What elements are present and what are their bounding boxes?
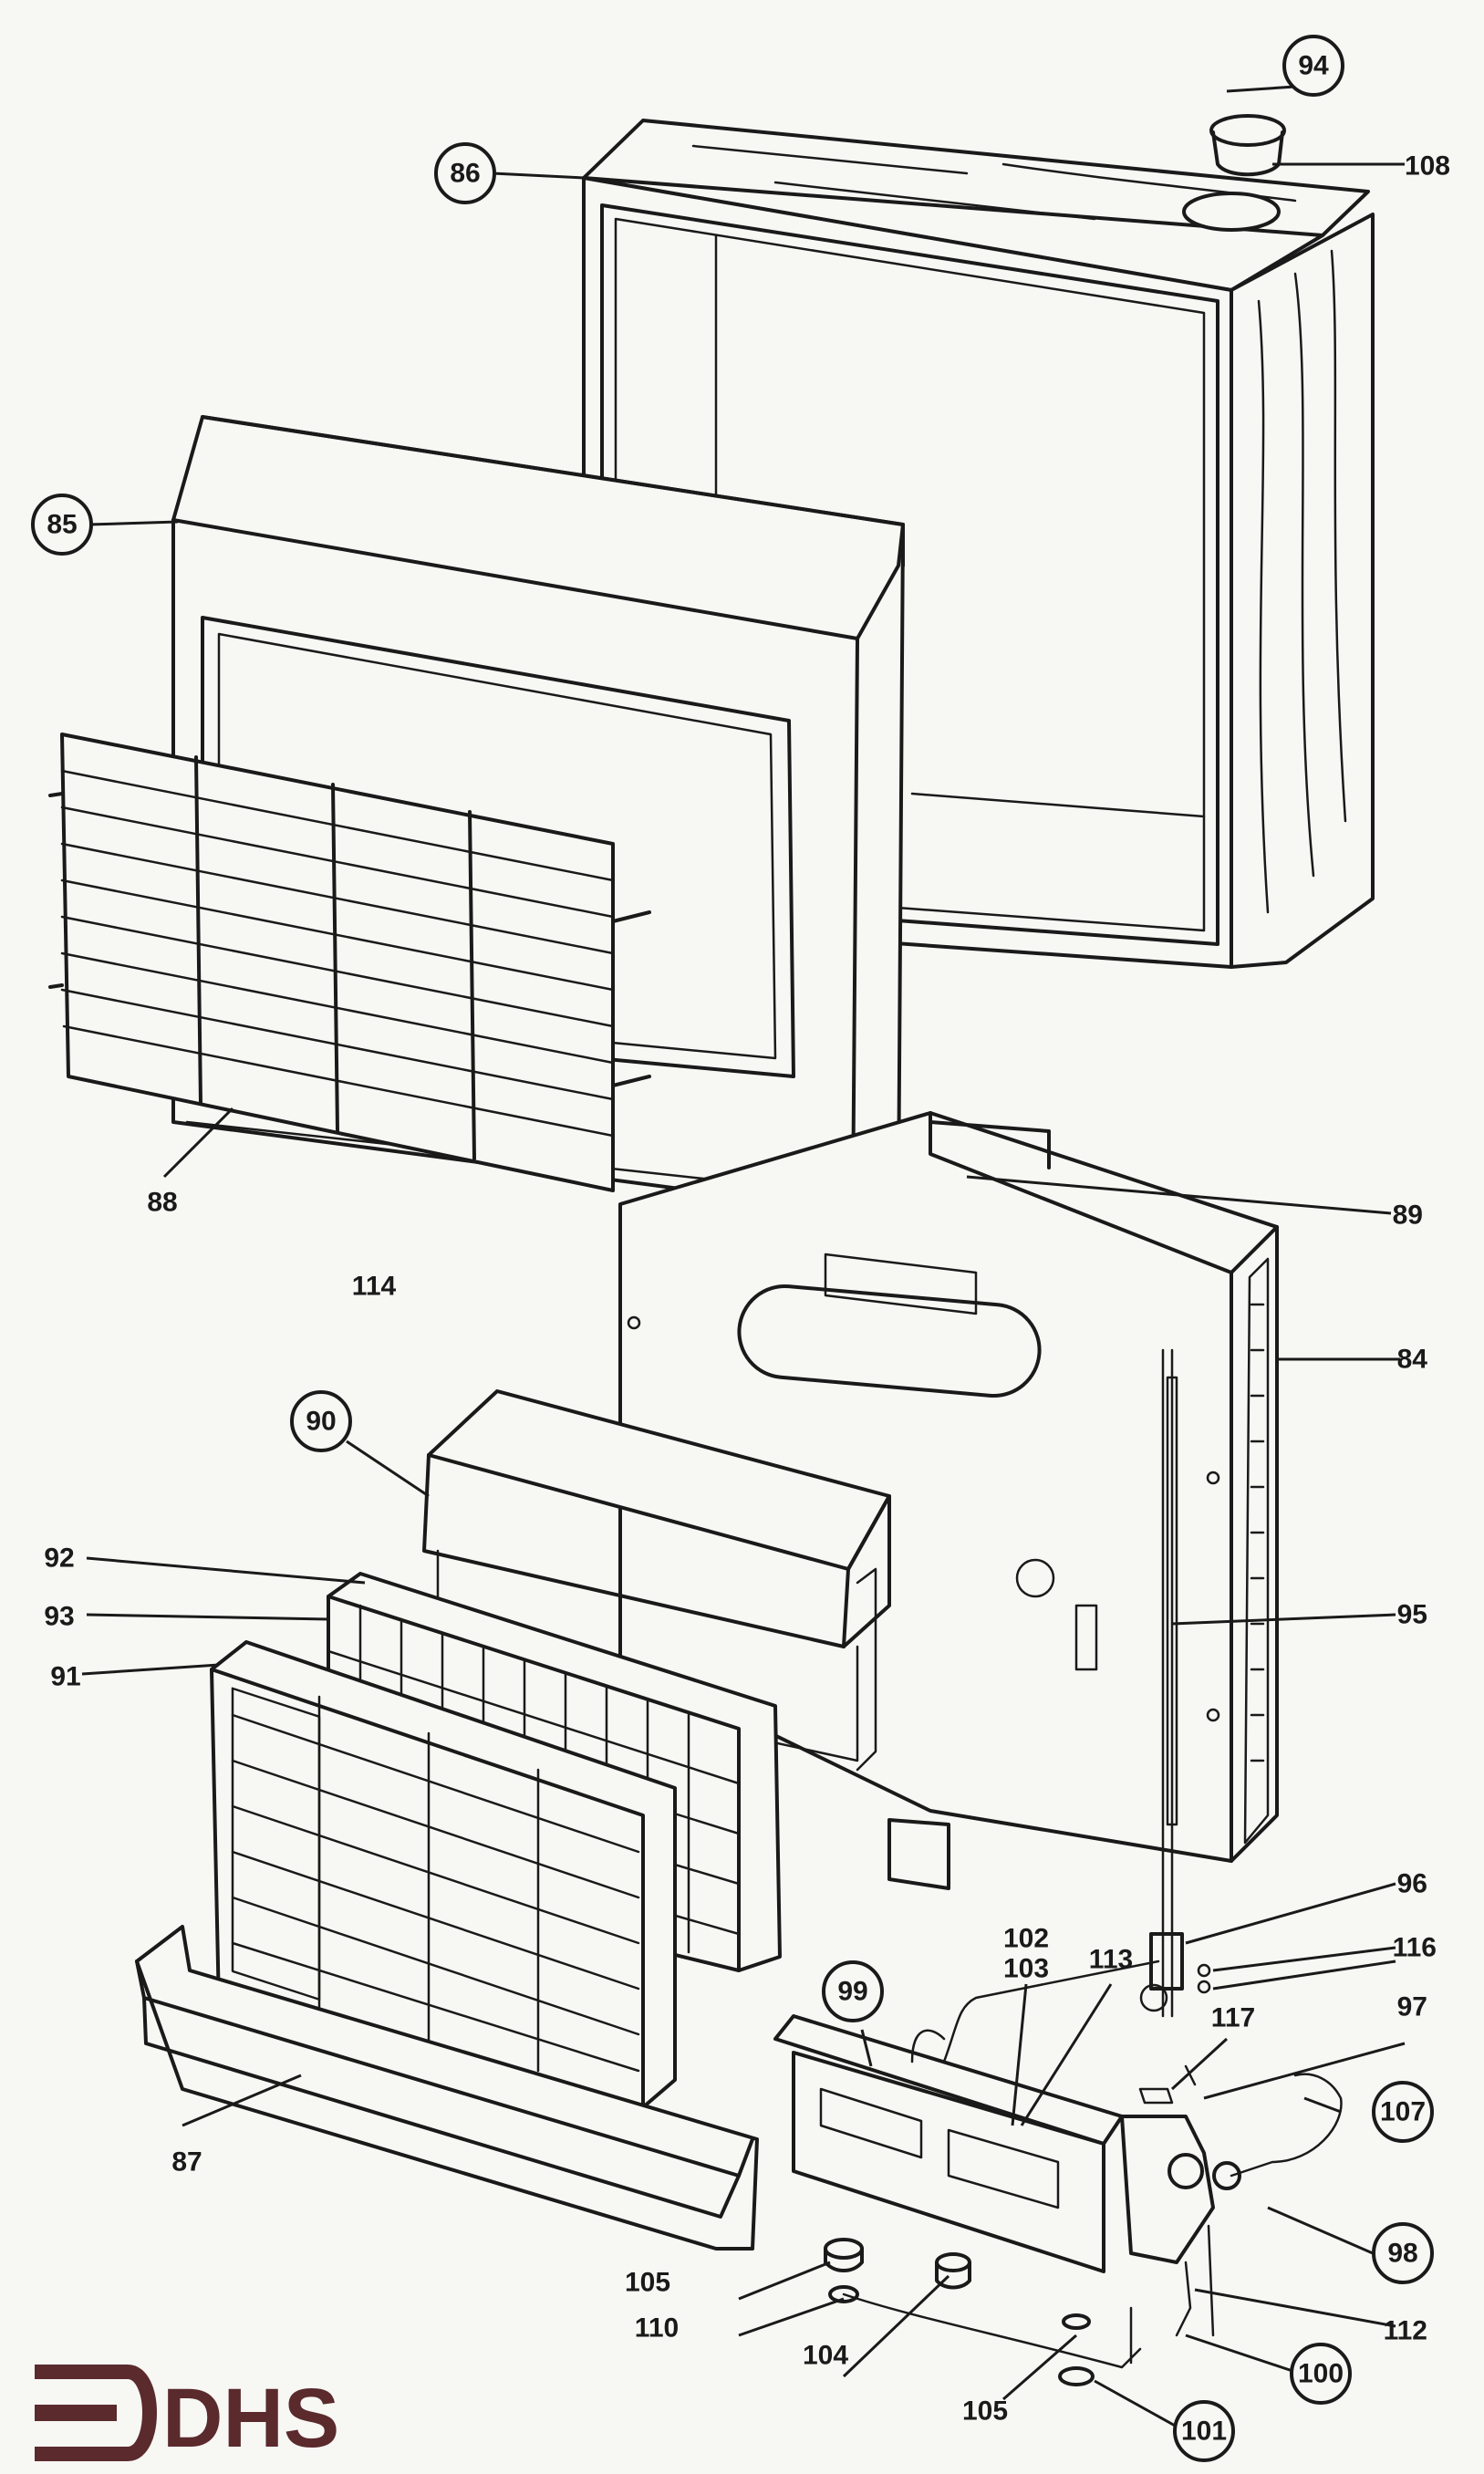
svg-text:107: 107	[1380, 2097, 1426, 2127]
part-87-base-trim	[135, 1925, 759, 2251]
callout-105-upper: 105	[625, 2268, 670, 2298]
svg-text:90: 90	[306, 1407, 336, 1437]
part-84-housing	[618, 1111, 1279, 1863]
svg-text:94: 94	[1298, 51, 1329, 81]
callout-100: 100	[1290, 2343, 1352, 2405]
logo-text: DHS	[162, 2372, 339, 2465]
part-88-wire-guard	[48, 733, 651, 1192]
svg-text:99: 99	[837, 1977, 867, 2007]
part-105-110-fittings	[824, 2238, 1142, 2386]
svg-text:86: 86	[450, 159, 480, 189]
callout-114: 114	[352, 1272, 397, 1302]
callout-108: 108	[1405, 151, 1450, 182]
part-91-radiant-grille	[210, 1640, 677, 2109]
callout-97: 97	[1397, 1992, 1427, 2022]
callout-89: 89	[1393, 1201, 1423, 1231]
svg-text:98: 98	[1387, 2239, 1417, 2269]
callout-104: 104	[803, 2341, 848, 2371]
callout-112: 112	[1384, 2316, 1427, 2346]
callout-105-lower: 105	[962, 2396, 1008, 2427]
svg-text:100: 100	[1298, 2359, 1344, 2389]
callout-99: 99	[822, 1960, 884, 2022]
arrow-bracket-icon	[35, 2365, 157, 2461]
part-96-116-117-small-parts	[1138, 1963, 1211, 2105]
callout-116: 116	[1393, 1933, 1437, 1963]
callout-94: 94	[1282, 35, 1344, 97]
dhs-logo: DHS	[35, 2365, 339, 2465]
callout-88: 88	[147, 1188, 177, 1218]
callout-96: 96	[1397, 1869, 1427, 1899]
part-99-gas-valve	[773, 1959, 1343, 2337]
callout-102: 102	[1003, 1924, 1049, 1954]
callout-84: 84	[1397, 1345, 1428, 1375]
callout-92: 92	[44, 1544, 74, 1574]
svg-text:101: 101	[1181, 2417, 1227, 2447]
callout-95: 95	[1397, 1600, 1427, 1630]
callout-91: 91	[50, 1662, 80, 1692]
callout-101: 101	[1173, 2400, 1235, 2462]
callout-93: 93	[44, 1602, 74, 1632]
callout-107: 107	[1372, 2081, 1434, 2143]
callout-90: 90	[290, 1390, 352, 1452]
callout-85: 85	[31, 494, 93, 556]
callout-98: 98	[1372, 2222, 1434, 2284]
callout-110: 110	[635, 2313, 679, 2344]
svg-text:85: 85	[47, 510, 77, 540]
callout-117: 117	[1211, 2003, 1255, 2033]
callout-86: 86	[434, 142, 496, 204]
leader-lines	[81, 85, 1406, 2428]
callout-113: 113	[1089, 1945, 1133, 1975]
callout-87: 87	[171, 2147, 202, 2178]
part-95-thermocouple	[1149, 1348, 1184, 2018]
callout-103: 103	[1003, 1954, 1049, 1984]
part-94-knob	[1209, 114, 1286, 177]
